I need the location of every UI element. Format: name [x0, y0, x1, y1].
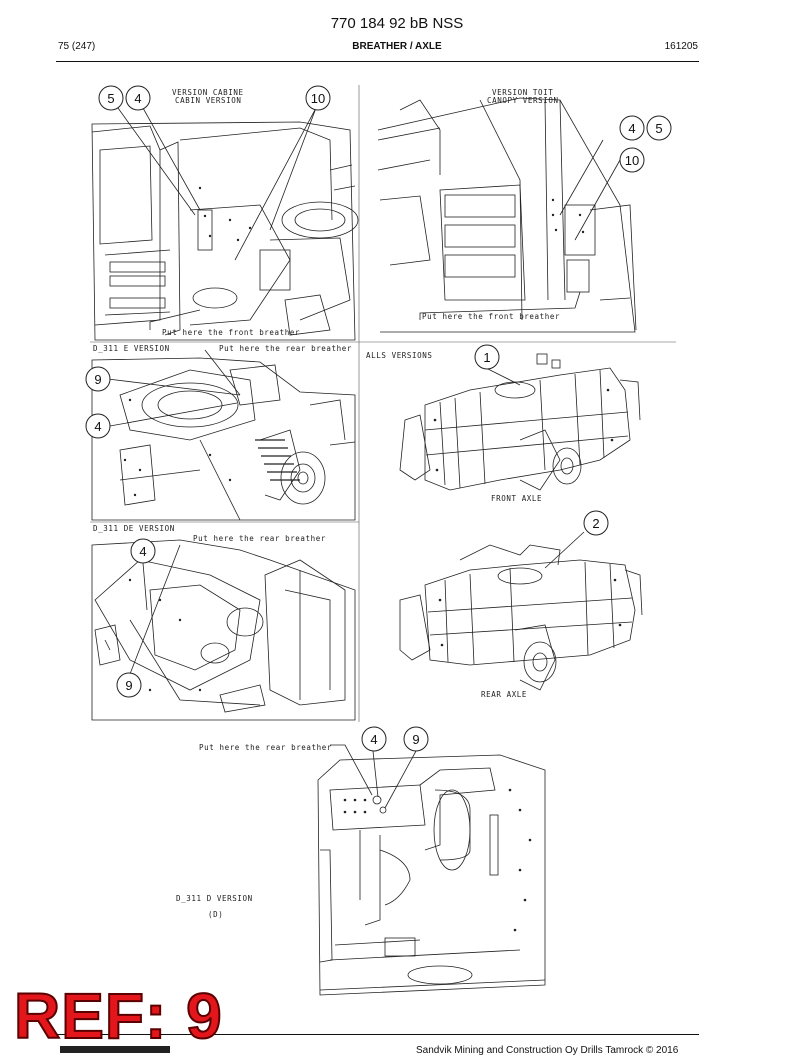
d311d-note: Put here the rear breather [199, 743, 332, 752]
callout-d311d-1: 4 [370, 732, 377, 747]
d311d-label: D_311 D VERSION [176, 894, 253, 903]
d311e-note: Put here the rear breather [219, 344, 352, 353]
front-axle-drawing [399, 353, 641, 491]
d311de-note: Put here the rear breather [193, 534, 326, 543]
front-axle-label: FRONT AXLE [491, 494, 542, 503]
callout-canopy-2: 5 [655, 121, 662, 136]
section-title: BREATHER / AXLE [352, 41, 442, 52]
callout-d311de-1: 4 [139, 544, 146, 559]
footer-rule [56, 1034, 699, 1035]
footer-copyright: Sandvik Mining and Construction Oy Drill… [416, 1045, 679, 1056]
callout-d311e-2: 4 [94, 419, 101, 434]
callout-circles [85, 85, 672, 752]
header-rule [56, 61, 699, 62]
cabin-note: Put here the front breather [162, 328, 300, 337]
d311d-sublabel: (D) [208, 910, 223, 919]
d311de-label: D_311 DE VERSION [93, 524, 175, 533]
cabin-label-en: CABIN VERSION [175, 96, 242, 105]
callout-d311de-2: 9 [125, 678, 132, 693]
d311e-drawing [91, 349, 356, 521]
canopy-drawing [377, 97, 637, 333]
canopy-label-fr: VERSION TOIT [492, 88, 553, 97]
callout-cabin-1: 5 [107, 91, 114, 106]
d311e-label: D_311 E VERSION [93, 344, 170, 353]
rear-axle-drawing [399, 531, 643, 691]
callout-cabin-2: 4 [134, 91, 141, 106]
canopy-note: Put here the front breather [422, 312, 560, 321]
callout-canopy-3: 10 [625, 153, 639, 168]
cabin-label-fr: VERSION CABINE [172, 88, 244, 97]
d311de-drawing [91, 539, 356, 721]
ref-stamp: REF: 9 [13, 980, 223, 1052]
canopy-label-en: CANOPY VERSION [487, 96, 559, 105]
sandvik-logo [60, 1046, 170, 1053]
d311d-drawing [317, 744, 546, 996]
document-title: 770 184 92 bB NSS [330, 15, 464, 32]
page-number: 75 (247) [58, 41, 96, 52]
callout-d311e-1: 9 [94, 372, 101, 387]
cabin-drawing [91, 107, 359, 341]
callout-cabin-3: 10 [311, 91, 325, 106]
allversions-label: ALLS VERSIONS [366, 351, 433, 360]
callout-rear-axle: 2 [592, 516, 599, 531]
callout-canopy-1: 4 [628, 121, 635, 136]
callout-d311d-2: 9 [412, 732, 419, 747]
date-code: 161205 [664, 41, 698, 52]
rear-axle-label: REAR AXLE [481, 690, 527, 699]
panel-grid [90, 85, 676, 722]
callout-front-axle: 1 [483, 350, 490, 365]
